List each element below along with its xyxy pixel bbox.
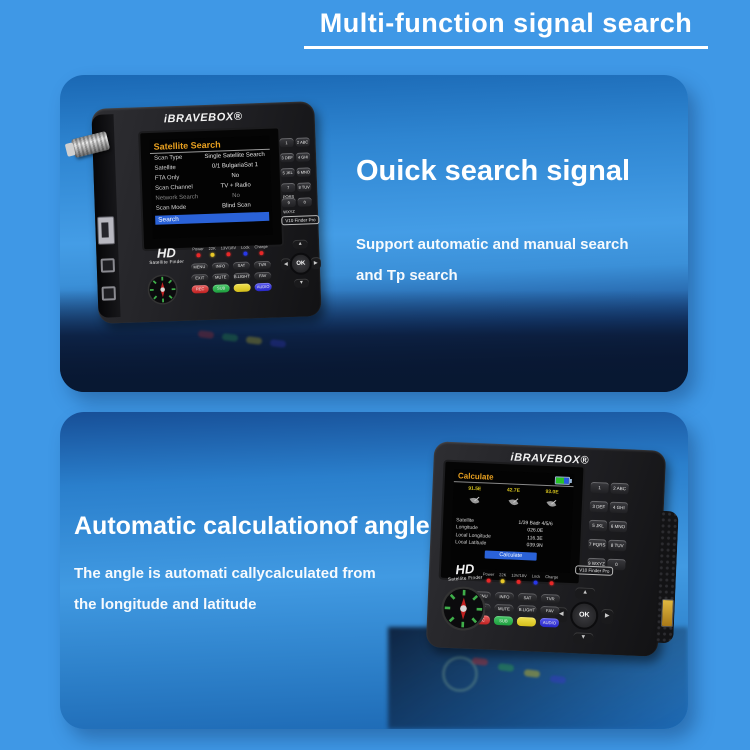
angle-calculation-copy: Automatic calculationof angle The angle …	[74, 512, 504, 627]
search-highlighted-row: Search	[155, 211, 270, 225]
key-2: 2 ABC	[295, 137, 310, 147]
f-connector	[70, 130, 111, 159]
key-6: 6 MNO	[608, 520, 628, 533]
charge-led	[259, 251, 264, 256]
section-body-line: and Tp search	[356, 267, 458, 284]
tvr-button: TVR	[253, 260, 272, 270]
key-3: 3 DEF	[589, 500, 609, 513]
usb-port	[97, 216, 116, 245]
sat-button: SAT	[232, 261, 251, 271]
ok-button: OK	[289, 252, 313, 276]
key-9: 9 WXYZ	[281, 197, 296, 214]
compass-icon	[441, 586, 486, 631]
section-body-line: the longitude and latitude	[74, 596, 257, 613]
charge-led	[549, 581, 554, 586]
dish-icon	[508, 498, 518, 506]
quick-search-copy: Ouick search signal Support automatic an…	[356, 155, 686, 298]
mute-button: MUTE	[212, 273, 230, 282]
key-1: 1	[279, 137, 294, 148]
key-5: 5 JKL	[588, 519, 608, 532]
ok-button: OK	[569, 601, 599, 631]
panel-angle-calculation: Automatic calculationof angle The angle …	[60, 412, 688, 729]
compass-icon	[147, 274, 178, 305]
battery-icon	[554, 475, 571, 485]
audio-button: AUDIO	[539, 617, 560, 628]
lock-led	[533, 580, 538, 585]
22k-led	[210, 252, 215, 257]
info-button: INFO	[211, 262, 230, 271]
screen-title: Calculate	[457, 471, 494, 482]
yellow-button	[233, 283, 251, 293]
reflected-compass	[442, 656, 478, 692]
status-led-panel: Power 22K 13V/18V Lock Charge	[192, 244, 268, 258]
voltage-led	[516, 579, 521, 584]
key-0: 0	[297, 197, 312, 207]
key-6: 6 MNO	[296, 167, 311, 177]
arrow-down-icon: ▼	[573, 632, 594, 645]
sub-button: SUB	[212, 284, 230, 293]
section-body-line: Support automatic and manual search	[356, 236, 629, 253]
voltage-led	[226, 252, 231, 257]
key-4: 4 GHI	[609, 501, 629, 514]
model-badge: V10 Finder Pro	[281, 215, 320, 226]
key-1: 1	[590, 481, 609, 494]
key-7: 7 PQRS	[588, 538, 607, 551]
directional-pad: ▲ ▼ ◀ ▶ OK	[280, 239, 322, 288]
directional-pad: ▲ ▼ ◀ ▶ OK	[554, 586, 614, 645]
model-badge: V10 Finder Pro	[574, 565, 614, 576]
hd-satellite-finder-logo: HD Satellite Finder	[149, 245, 185, 266]
key-7: 7 PQRS	[281, 182, 296, 199]
side-port	[101, 286, 117, 301]
arrow-up-icon: ▲	[574, 587, 596, 600]
key-5: 5 JKL	[280, 167, 295, 178]
arrow-right-icon: ▶	[600, 608, 614, 625]
arrow-up-icon: ▲	[292, 239, 308, 250]
exit-button: EXIT	[191, 273, 209, 283]
yellow-button	[516, 616, 537, 627]
backlight-button: B.LIGHT	[517, 604, 537, 615]
tvr-button: TVR	[540, 593, 561, 604]
backlight-button: B.LIGHT	[233, 272, 251, 282]
button-pad: MENU INFO SAT TVR EXIT MUTE B.LIGHT FAV …	[190, 260, 272, 297]
dish-icon	[469, 496, 480, 504]
rec-button: REC	[191, 284, 209, 294]
arrow-right-icon: ▶	[310, 257, 322, 270]
dish-icon	[546, 499, 557, 507]
key-2: 2 ABC	[610, 482, 629, 495]
section-heading: Automatic calculationof angle	[74, 512, 430, 540]
hdmi-port	[660, 598, 675, 628]
menu-button: MENU	[190, 262, 209, 272]
page-title: Multi-function signal search	[304, 8, 708, 49]
sat-button: SAT	[517, 592, 538, 603]
key-4: 4 GHI	[295, 152, 311, 162]
lock-led	[243, 251, 248, 256]
arrow-down-icon: ▼	[293, 278, 310, 288]
fav-button: FAV	[254, 271, 272, 281]
section-body-line: The angle is automati callycalculated fr…	[74, 565, 376, 582]
audio-button: AUDIO	[254, 282, 272, 292]
key-8: 8 TUV	[607, 539, 627, 552]
power-led	[196, 253, 201, 258]
key-3: 3 DEF	[279, 152, 295, 163]
satellite-finder-device-angled: iBRAVEBOX® Calculate 91.5E 42.7E 93.0E	[425, 441, 679, 657]
section-heading: Ouick search signal	[356, 155, 631, 187]
fav-button: FAV	[540, 605, 560, 616]
brand-logo: iBRAVEBOX®	[163, 110, 243, 126]
key-8: 8 TUV	[297, 182, 312, 192]
side-port	[100, 258, 116, 273]
